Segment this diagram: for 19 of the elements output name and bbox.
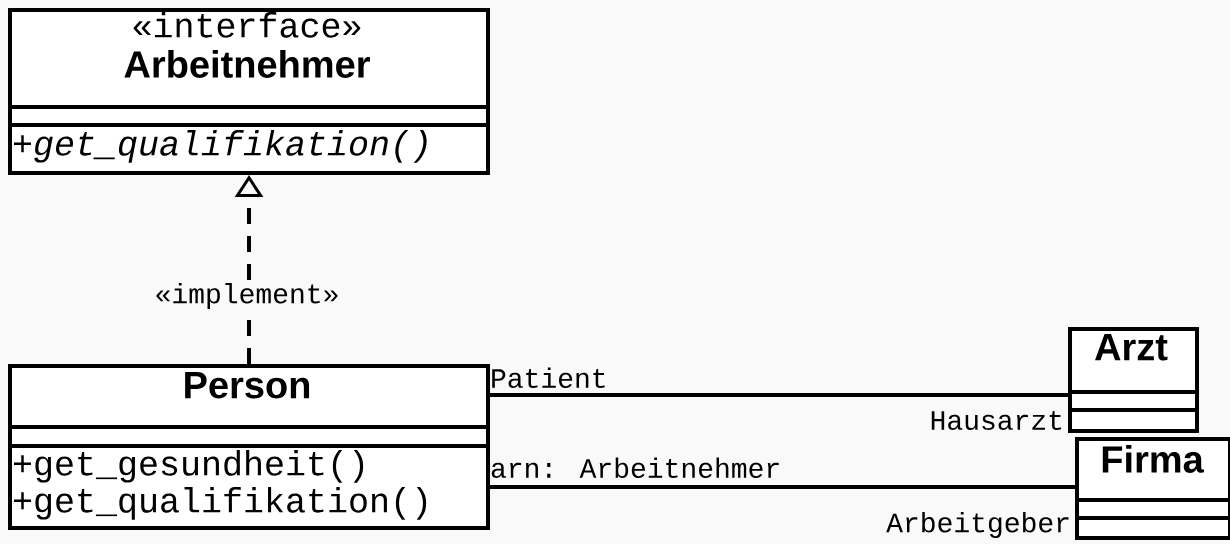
role-label: arn: Arbeitnehmer xyxy=(491,457,779,478)
association-line xyxy=(490,485,1075,489)
class-box xyxy=(1068,327,1199,433)
class-name: Arbeitnehmer xyxy=(124,50,370,78)
role-label: Arbeitgeber xyxy=(886,511,1069,538)
class-name: Person xyxy=(185,372,310,399)
association-line xyxy=(490,393,1068,397)
method-text: +get_gesundheit() xyxy=(14,450,364,483)
edge-label: «implement» xyxy=(152,280,342,312)
class-name: Arzt xyxy=(1095,334,1168,361)
role-label: Hausarzt xyxy=(931,411,1062,430)
stereotype-label: «interface» xyxy=(133,12,361,38)
method-text: +get_qualifikation() xyxy=(14,487,427,520)
role-label: Patient xyxy=(492,367,605,388)
class-box xyxy=(8,364,490,530)
class-box xyxy=(8,8,490,175)
method-text: +get_qualifikation() xyxy=(14,130,427,163)
class-name: Firma xyxy=(1102,445,1204,473)
class-box xyxy=(1075,437,1230,540)
